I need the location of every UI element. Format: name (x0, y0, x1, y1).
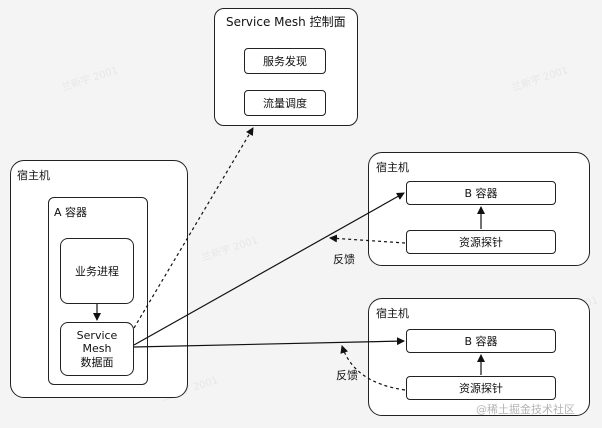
probe-b1-box: 资源探针 (406, 230, 556, 254)
container-b1-box: B 容器 (406, 181, 556, 205)
data-plane-line-1: Service (76, 329, 118, 343)
container-b2-box: B 容器 (406, 329, 556, 353)
arrow-feedback-b1 (329, 234, 406, 244)
feedback-b2-label: 反馈 (336, 369, 358, 382)
arrow-feedback-b2 (340, 345, 406, 391)
arrow-dataplane-to-b2 (133, 337, 405, 348)
probe-b2-box: 资源探针 (406, 376, 556, 400)
feedback-b1-label: 反馈 (333, 253, 355, 266)
business-process-box: 业务进程 (60, 238, 134, 304)
corner-watermark: @稀土掘金技术社区 (476, 403, 575, 416)
control-plane-title: Service Mesh 控制面 (226, 15, 346, 29)
arrow-dataplane-to-control (133, 127, 254, 329)
container-a-title: A 容器 (54, 206, 88, 219)
traffic-scheduling-box: 流量调度 (244, 90, 326, 116)
data-plane-line-3: 数据面 (80, 355, 114, 369)
host-b1-title: 宿主机 (376, 161, 409, 174)
data-plane-line-2: Mesh (82, 342, 112, 356)
data-plane-box: Service Mesh 数据面 (60, 322, 134, 376)
host-b2-title: 宿主机 (376, 307, 409, 320)
service-discovery-box: 服务发现 (244, 48, 326, 74)
arrow-dataplane-to-b1 (133, 192, 405, 346)
host-a-title: 宿主机 (17, 169, 50, 182)
